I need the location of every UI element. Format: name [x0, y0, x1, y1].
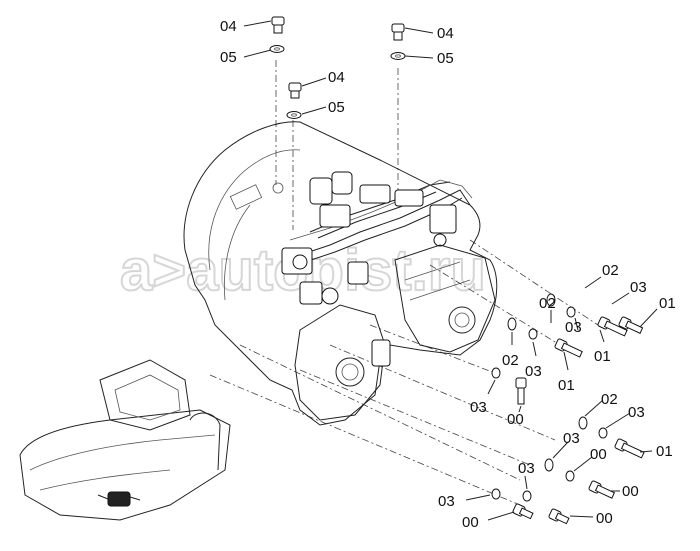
- bolt-00: [512, 503, 534, 520]
- hex-bolt-04: [288, 82, 302, 99]
- washer-05: [269, 45, 285, 53]
- callout-label: 01: [656, 443, 673, 460]
- callout-label: 02: [539, 295, 556, 312]
- hex-bolt-04: [271, 16, 285, 34]
- callout-label: 00: [596, 510, 613, 527]
- callout-label: 00: [462, 514, 479, 531]
- callout-label: 04: [437, 25, 454, 42]
- callout-label: 01: [659, 295, 676, 312]
- o-ring-02: [578, 416, 588, 430]
- leader-lines: [243, 20, 658, 521]
- callout-label: 03: [628, 404, 645, 421]
- callout-label: 02: [502, 352, 519, 369]
- callout-label: 03: [438, 493, 455, 510]
- washer-03: [491, 367, 501, 379]
- washer-05: [286, 111, 302, 119]
- hex-bolt-04: [391, 23, 405, 41]
- callout-label: 00: [507, 411, 524, 428]
- callout-label: 01: [558, 377, 575, 394]
- assembly-center-lines: [209, 60, 599, 506]
- washer-03: [566, 306, 576, 318]
- callout-label: 01: [594, 348, 611, 365]
- callout-label: 05: [328, 99, 345, 116]
- bolt-00: [548, 508, 570, 525]
- callout-label: 03: [565, 319, 582, 336]
- washer-05: [390, 52, 406, 60]
- callout-label: 02: [601, 391, 618, 408]
- bolt-01: [597, 316, 628, 337]
- washer-03: [598, 427, 608, 439]
- callout-label: 05: [437, 50, 454, 67]
- o-ring-02: [544, 458, 554, 472]
- callout-label: 03: [518, 460, 535, 477]
- callout-label: 00: [622, 483, 639, 500]
- o-ring-02: [546, 293, 556, 307]
- washer-03: [491, 488, 501, 500]
- o-ring-02: [507, 317, 517, 331]
- callout-label: 05: [220, 49, 237, 66]
- callout-label: 04: [220, 18, 237, 35]
- washer-03: [528, 328, 538, 340]
- callout-label: 03: [525, 363, 542, 380]
- washer-03: [565, 470, 575, 482]
- bolt-01: [618, 316, 644, 334]
- transmission-assembly: [183, 121, 498, 426]
- bolt-01: [588, 480, 616, 499]
- machine-location-icon: [19, 359, 231, 521]
- callout-label: 03: [470, 399, 487, 416]
- callout-label: 03: [630, 279, 647, 296]
- bolt-01: [614, 438, 645, 459]
- callout-label: 04: [328, 69, 345, 86]
- callout-label: 00: [590, 446, 607, 463]
- fasteners: [269, 16, 645, 525]
- bolt-01: [554, 338, 583, 358]
- callout-labels: 04 05 04 05 04 05 02 03 01 02 03 01 02 0…: [220, 18, 676, 531]
- callout-label: 02: [602, 262, 619, 279]
- bolt-00: [515, 377, 527, 405]
- callout-label: 03: [563, 430, 580, 447]
- washer-03: [522, 490, 532, 502]
